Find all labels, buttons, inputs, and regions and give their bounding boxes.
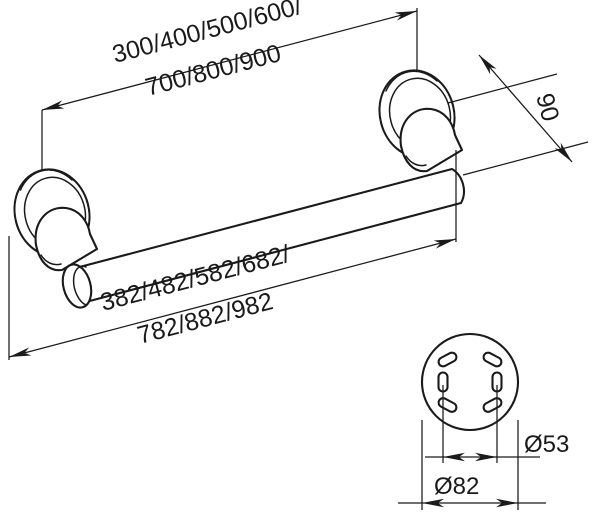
left-bar-stub <box>34 206 99 272</box>
bar-left-end-cap <box>61 263 93 309</box>
bolt-circle-diameter-label: Ø53 <box>524 431 569 458</box>
center-distance-arrow-right <box>433 234 458 249</box>
flange-slot <box>482 351 503 368</box>
projection-dimension: 90 <box>447 52 589 176</box>
overall-length-arrow-right <box>394 6 419 21</box>
overall-length-dimension: 300/400/500/600/ 700/800/900 <box>40 0 419 208</box>
bolt-circle-diameter-dimension: Ø53 <box>425 385 569 463</box>
right-bar-stub <box>399 107 464 173</box>
overall-length-dimension-line <box>41 10 418 111</box>
flange-face-detail <box>420 332 520 432</box>
center-distance-dimension-line <box>8 238 457 358</box>
flange-face-outline <box>420 332 520 432</box>
overall-length-arrow-left <box>40 100 65 115</box>
flange-slot <box>437 351 458 368</box>
flange-outer-diameter-label: Ø82 <box>434 473 479 500</box>
flange-outer-diameter-dimension: Ø82 <box>398 420 546 510</box>
projection-upper-extension <box>447 73 558 104</box>
projection-dimension-line <box>478 54 573 163</box>
center-distance-arrow-left <box>7 347 32 362</box>
projection-lower-extension <box>462 141 589 176</box>
